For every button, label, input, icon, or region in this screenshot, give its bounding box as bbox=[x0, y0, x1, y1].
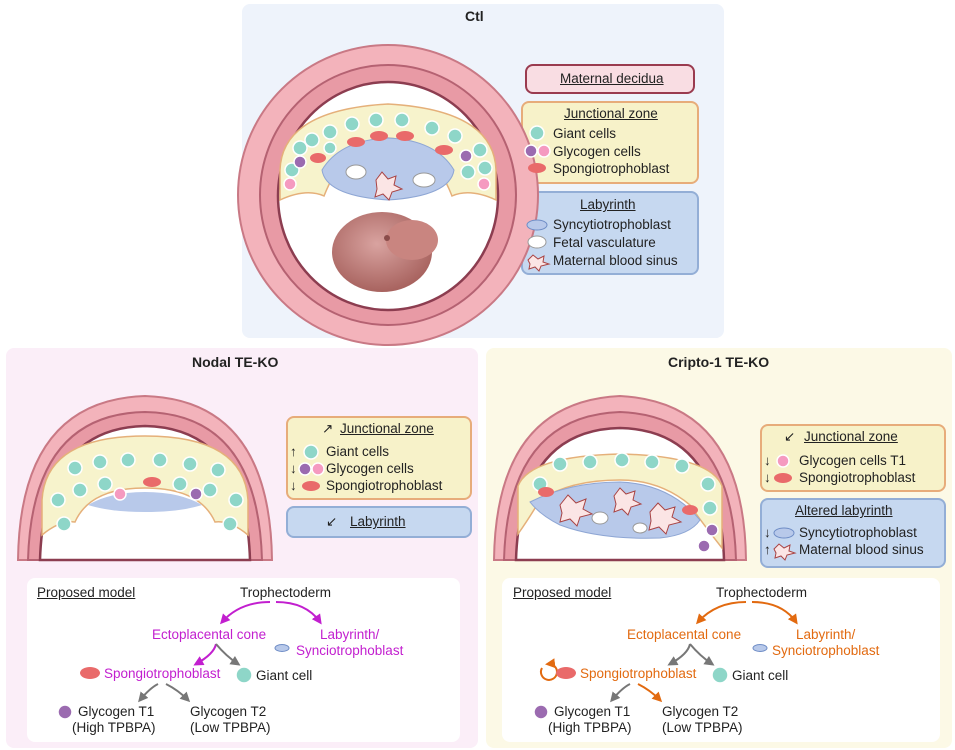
nodal-synciotrophoblast-label: Synciotrophoblast bbox=[296, 643, 404, 658]
nodal-spongiotrophoblast-label: Spongiotrophoblast bbox=[326, 478, 443, 493]
cripto-spongiotrophoblast-label: Spongiotrophoblast bbox=[799, 470, 916, 485]
down-arrow-icon: ↓ bbox=[764, 470, 771, 485]
cripto-syncytiotrophoblast-label: Syncytiotrophoblast bbox=[799, 525, 917, 540]
ctl-maternal-blood-sinus-label: Maternal blood sinus bbox=[553, 253, 678, 268]
cripto-glycogen-t1-sub: (High TPBPA) bbox=[548, 720, 632, 735]
nodal-model-title: Proposed model bbox=[37, 585, 136, 600]
nodal-trophectoderm-label: Trophectoderm bbox=[240, 585, 332, 600]
cripto-glycogen-t2-label: Glycogen T2 bbox=[662, 704, 739, 719]
nodal-giant-cells-label: Giant cells bbox=[326, 444, 390, 459]
down-arrow-icon: ↓ bbox=[764, 453, 771, 468]
up-arrow-icon: ↑ bbox=[290, 444, 297, 459]
ctl-labyrinth-label: Labyrinth bbox=[580, 197, 636, 212]
nodal-labyrinth-model-label: Labyrinth/ bbox=[320, 627, 380, 642]
cripto-glycogen-t2-sub: (Low TPBPA) bbox=[662, 720, 743, 735]
down-left-arrow-icon: ↙ bbox=[784, 429, 796, 444]
ctl-labyrinth-box bbox=[521, 191, 699, 275]
nodal-giant-cell-label: Giant cell bbox=[256, 668, 313, 683]
ctl-placenta bbox=[237, 44, 539, 346]
cripto-model-title: Proposed model bbox=[513, 585, 612, 600]
ctl-junctional-zone-label: Junctional zone bbox=[564, 106, 658, 121]
up-arrow-icon: ↑ bbox=[764, 542, 771, 557]
ctl-spongiotrophoblast-label: Spongiotrophoblast bbox=[553, 161, 670, 176]
ctl-junctional-box bbox=[521, 101, 699, 184]
cripto-labyrinth-model-label: Labyrinth/ bbox=[796, 627, 856, 642]
up-right-arrow-icon: ↗ bbox=[322, 421, 334, 436]
down-arrow-icon: ↓ bbox=[290, 478, 297, 493]
nodal-ectoplacental-cone-label: Ectoplacental cone bbox=[152, 627, 267, 642]
cripto-title: Cripto-1 TE-KO bbox=[668, 354, 770, 370]
legend-icons bbox=[298, 125, 797, 561]
cripto-maternal-blood-sinus-label: Maternal blood sinus bbox=[799, 542, 924, 557]
nodal-glycogen-cells-label: Glycogen cells bbox=[326, 461, 414, 476]
nodal-glycogen-t2-label: Glycogen T2 bbox=[190, 704, 267, 719]
ctl-glycogen-cells-label: Glycogen cells bbox=[553, 144, 641, 159]
ctl-giant-cells-label: Giant cells bbox=[553, 126, 617, 141]
nodal-glycogen-t2-sub: (Low TPBPA) bbox=[190, 720, 271, 735]
cripto-placenta bbox=[492, 394, 748, 562]
nodal-placenta bbox=[16, 394, 274, 562]
cripto-altered-labyrinth-label: Altered labyrinth bbox=[795, 503, 893, 518]
cripto-synciotrophoblast-label: Synciotrophoblast bbox=[772, 643, 880, 658]
nodal-junctional-zone-label: Junctional zone bbox=[340, 421, 434, 436]
cripto-labyrinth-box bbox=[760, 498, 946, 568]
ctl-syncytiotrophoblast-label: Syncytiotrophoblast bbox=[553, 217, 671, 232]
nodal-title: Nodal TE-KO bbox=[192, 354, 279, 370]
ctl-maternal-decidua-label: Maternal decidua bbox=[560, 71, 664, 86]
cripto-junctional-zone-label: Junctional zone bbox=[804, 429, 898, 444]
nodal-model-drawing bbox=[57, 601, 322, 720]
nodal-glycogen-t1-sub: (High TPBPA) bbox=[72, 720, 156, 735]
cripto-model-drawing bbox=[533, 601, 798, 720]
ctl-decidua-box bbox=[525, 64, 695, 94]
cripto-glycogen-t1-label: Glycogen T1 bbox=[554, 704, 631, 719]
ctl-title: Ctl bbox=[465, 8, 484, 24]
down-left-arrow-icon: ↙ bbox=[326, 514, 338, 529]
nodal-glycogen-t1-label: Glycogen T1 bbox=[78, 704, 155, 719]
cripto-glycogen-cells-t1-label: Glycogen cells T1 bbox=[799, 453, 907, 468]
down-arrow-icon: ↓ bbox=[764, 525, 771, 540]
cripto-trophectoderm-label: Trophectoderm bbox=[716, 585, 808, 600]
down-arrow-icon: ↓ bbox=[290, 461, 297, 476]
cripto-ectoplacental-cone-label: Ectoplacental cone bbox=[627, 627, 742, 642]
ctl-fetal-vasculature-label: Fetal vasculature bbox=[553, 235, 656, 250]
cripto-giant-cell-label: Giant cell bbox=[732, 668, 789, 683]
nodal-model-box bbox=[27, 578, 460, 742]
cripto-spongiotrophoblast-model-label: Spongiotrophoblast bbox=[580, 666, 697, 681]
nodal-labyrinth-label: Labyrinth bbox=[350, 514, 406, 529]
nodal-labyrinth-box bbox=[286, 506, 472, 538]
nodal-spongiotrophoblast-model-label: Spongiotrophoblast bbox=[104, 666, 221, 681]
cripto-junctional-box bbox=[760, 424, 946, 492]
